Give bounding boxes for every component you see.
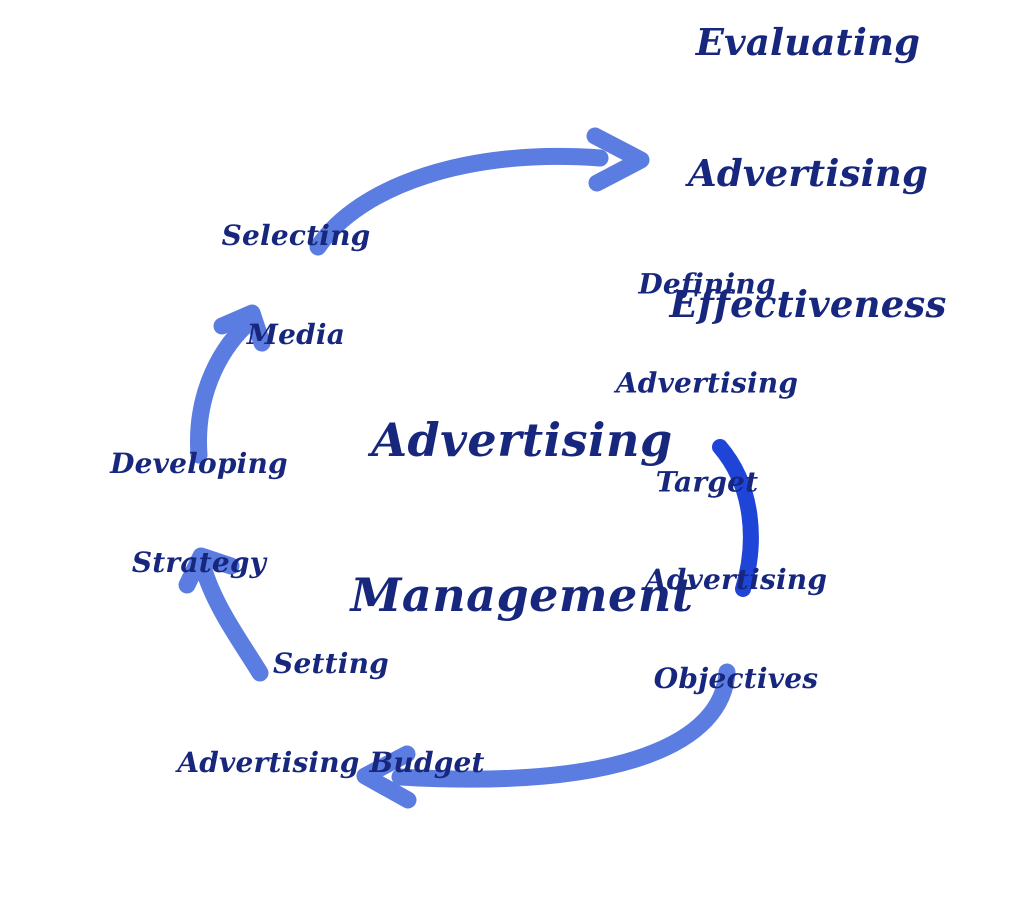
connector-budget-to-strategy xyxy=(178,547,269,682)
node-line: Evaluating xyxy=(695,20,921,65)
node-label-selecting-media: Selecting Media xyxy=(222,153,371,417)
node-line: Advertising xyxy=(687,151,929,196)
node-line: Objectives xyxy=(653,662,819,696)
node-line: Advertising Budget xyxy=(177,746,485,780)
node-label-developing-strategy: Developing Strategy xyxy=(110,381,288,645)
node-line: Media xyxy=(246,318,346,352)
node-label-advertising-objectives: Advertising Objectives xyxy=(645,497,827,761)
node-line: Selecting xyxy=(221,218,371,252)
node-line: Advertising xyxy=(615,366,799,400)
center-title-line: Advertising xyxy=(371,412,673,467)
node-line: Target xyxy=(655,465,759,499)
connector-target-to-objectives xyxy=(712,439,759,597)
diagram-center-title: Advertising Management xyxy=(350,312,693,724)
node-line: Strategy xyxy=(131,546,267,580)
center-title-line: Management xyxy=(350,567,694,622)
node-line: Developing xyxy=(110,446,288,480)
node-line: Defining xyxy=(638,267,776,301)
connector-strategy-to-media xyxy=(190,304,271,464)
node-label-evaluating-advertising-effectiveness: Evaluating Advertising Effectiveness xyxy=(670,0,947,414)
node-line: Effectiveness xyxy=(669,282,947,327)
connector-objectives-to-budget xyxy=(356,663,736,809)
node-label-defining-advertising-target: Defining Advertising Target xyxy=(616,201,798,564)
connector-media-to-evaluating xyxy=(309,127,650,256)
node-label-setting-advertising-budget: Setting Advertising Budget xyxy=(177,581,484,845)
node-line: Setting xyxy=(273,646,389,680)
node-line: Advertising xyxy=(644,562,828,596)
